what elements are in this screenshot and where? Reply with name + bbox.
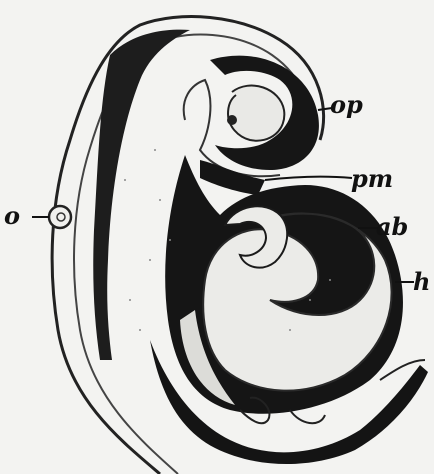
optic-cup-dot [227,115,237,125]
otic-vesicle-inner [57,213,65,221]
label-o: o [4,204,20,228]
optic-vesicle-inner [228,86,284,141]
label-pm: pm [351,167,393,191]
label-op: op [330,93,363,117]
label-ab: ab [376,215,408,239]
label-h: h [413,270,430,294]
leader-pm [265,177,352,180]
